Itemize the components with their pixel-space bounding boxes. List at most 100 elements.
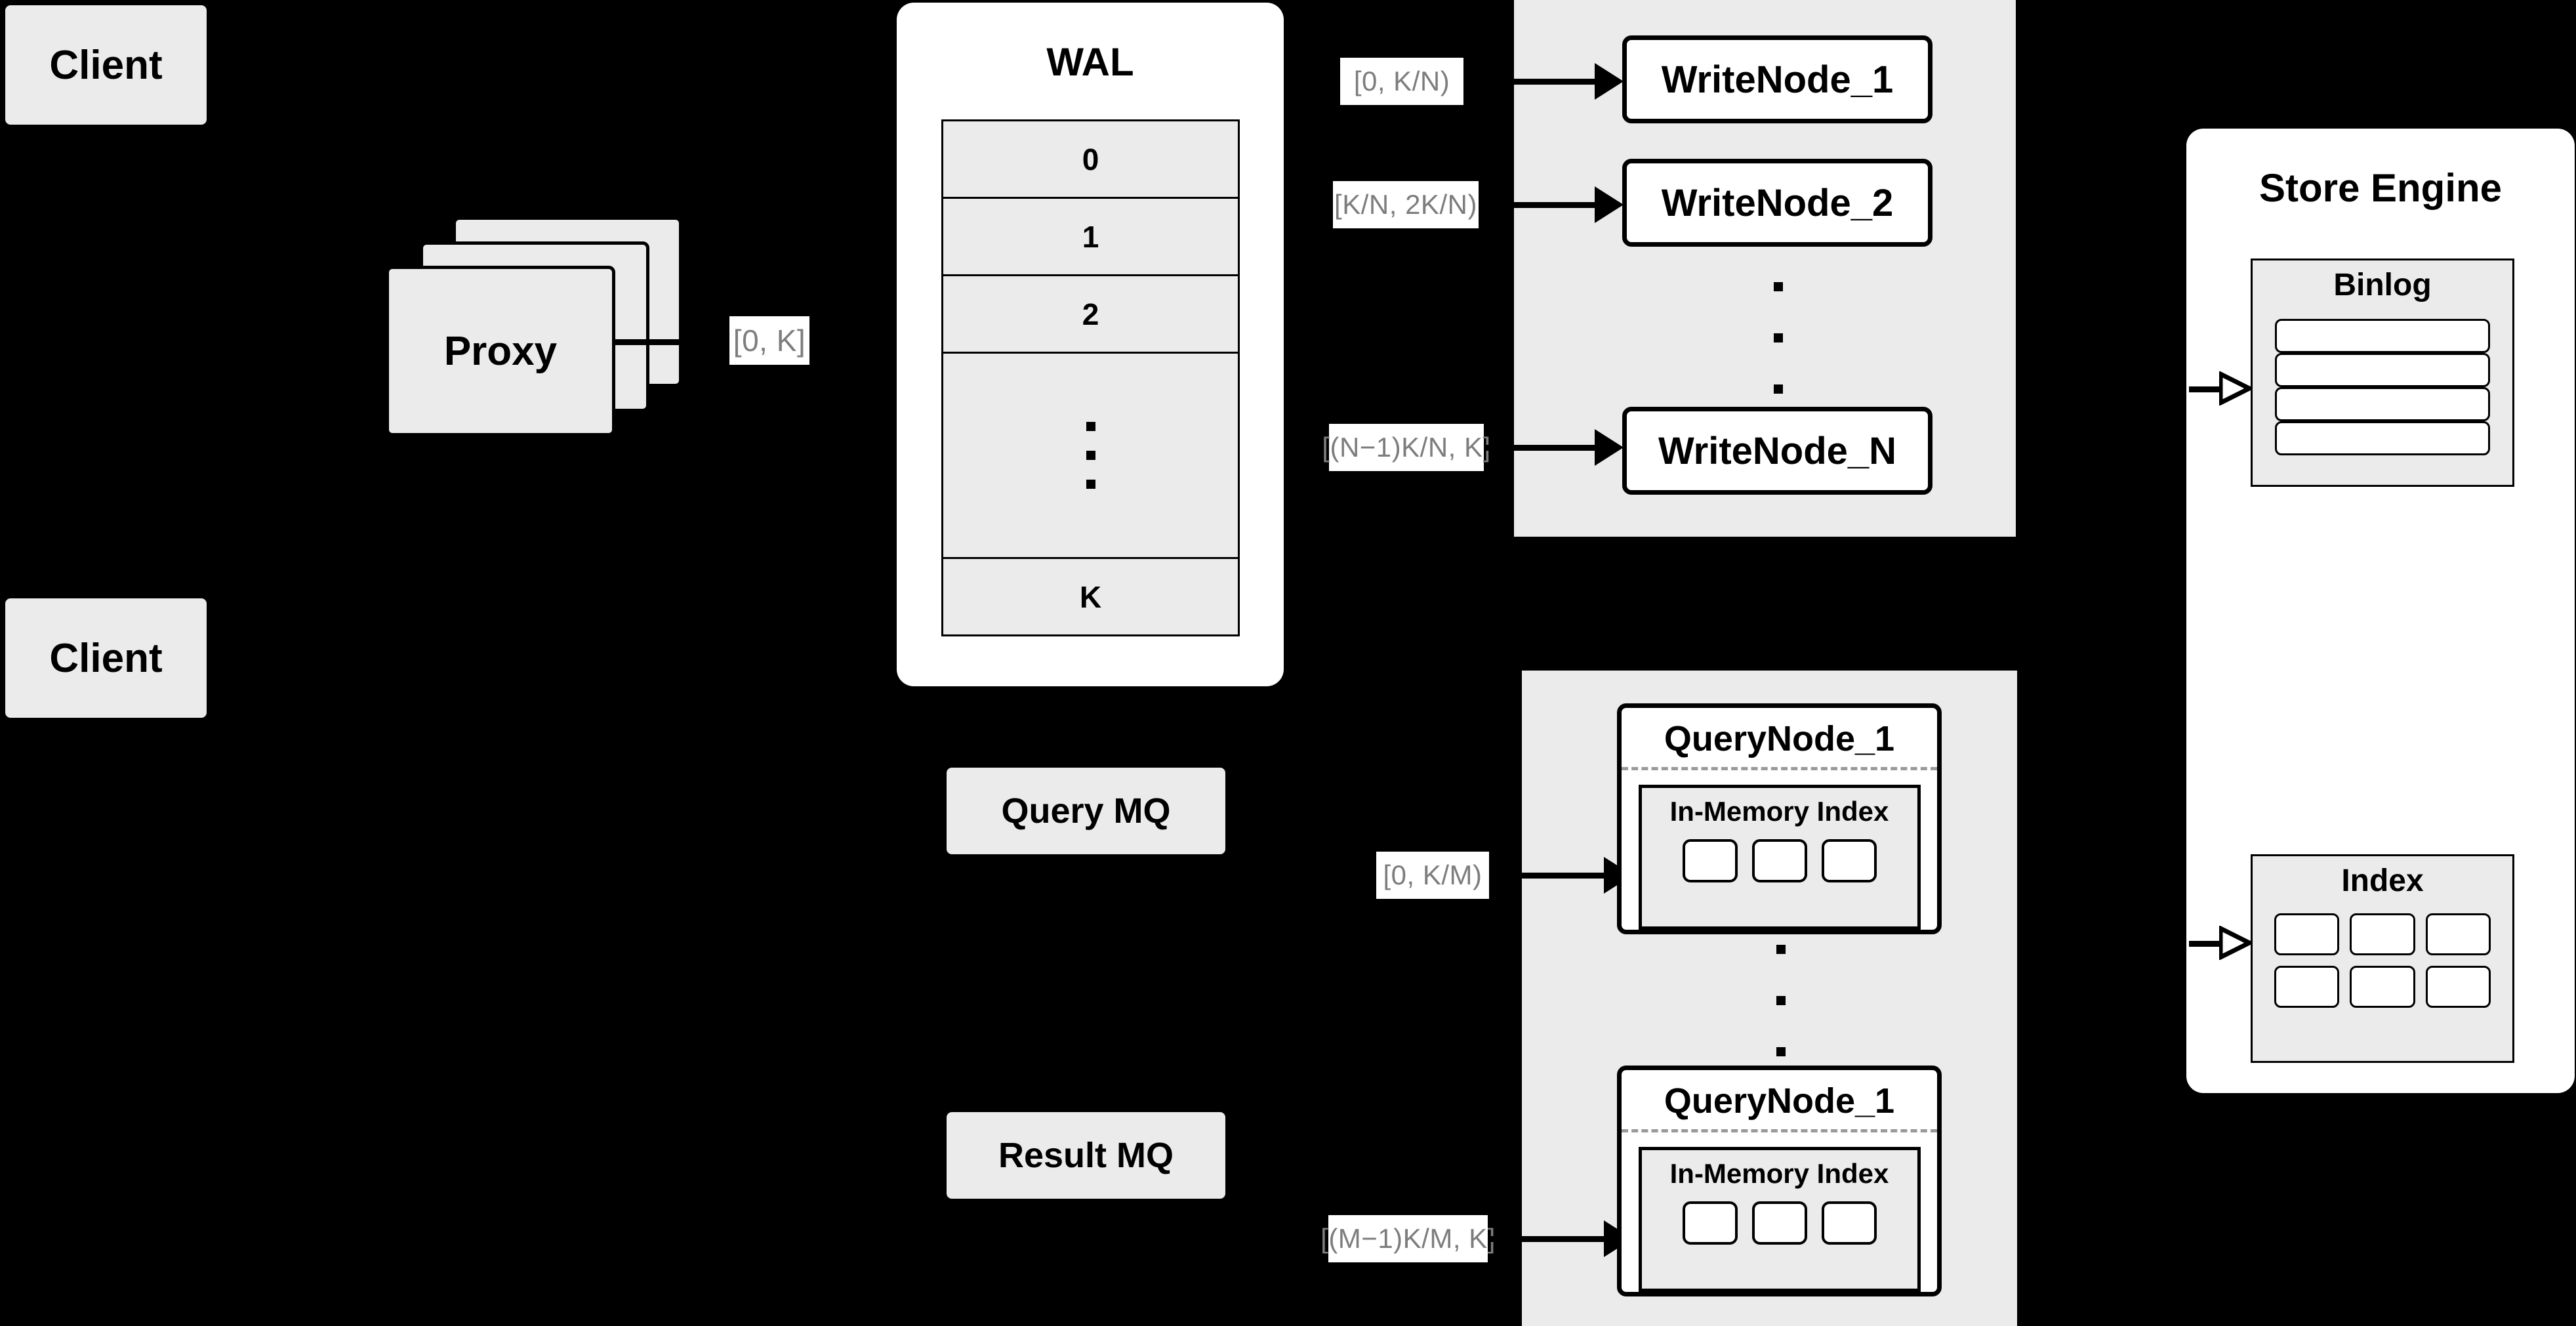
querynode-1-box[interactable]: QueryNode_1 In-Memory Index: [1617, 703, 1942, 934]
writenode-2-range-label: [K/N, 2K/N): [1333, 181, 1479, 228]
writenode-1-arrow-line: [1463, 79, 1595, 85]
index-title-text: Index: [2341, 863, 2424, 898]
binlog-row[interactable]: [2275, 421, 2490, 455]
index-cell[interactable]: [1682, 1201, 1738, 1245]
wal-row[interactable]: 1: [941, 199, 1240, 276]
index-cell[interactable]: [2350, 913, 2415, 955]
binlog-block[interactable]: Binlog: [2251, 259, 2514, 487]
index-cell[interactable]: [1751, 1201, 1807, 1245]
index-title: Index: [2253, 863, 2512, 899]
binlog-row-list: [2275, 319, 2490, 455]
querynode-1-index-title: In-Memory Index: [1669, 796, 1889, 827]
writenode-2-label: WriteNode_2: [1661, 181, 1894, 224]
binlog-row[interactable]: [2275, 319, 2490, 353]
wal-row-label: K: [1079, 579, 1102, 614]
binlog-title-text: Binlog: [2333, 268, 2432, 302]
binlog-row[interactable]: [2275, 387, 2490, 421]
binlog-title: Binlog: [2253, 267, 2512, 303]
index-cell[interactable]: [2274, 966, 2340, 1008]
writenode-n-arrow-line: [1484, 445, 1595, 451]
querynode-m-divider: [1622, 1129, 1937, 1132]
querynode-m-index-title: In-Memory Index: [1669, 1158, 1889, 1189]
wal-row-ellipsis: [941, 354, 1240, 559]
index-cell[interactable]: [2350, 966, 2415, 1008]
querynode-m-range-label: [(M−1)K/M, K]: [1320, 1215, 1495, 1262]
wal-row-label: 2: [1082, 297, 1099, 331]
binlog-row[interactable]: [2275, 353, 2490, 387]
write-cluster-ellipsis: [1768, 282, 1788, 394]
writenode-n-box[interactable]: WriteNode_N: [1622, 407, 1932, 495]
proxy-to-wal-line: [615, 339, 714, 345]
writenode-1-range-label: [0, K/N): [1340, 58, 1463, 105]
writenode-1-range-text: [0, K/N): [1353, 66, 1450, 96]
binlog-arrow-line: [2189, 386, 2220, 392]
wal-row-label: 0: [1082, 142, 1099, 176]
solid-arrowhead-icon: [1595, 186, 1624, 223]
querynode-1-range-text: [0, K/M): [1383, 860, 1482, 890]
client-label: Client: [49, 42, 163, 88]
vertical-ellipsis-icon: [1774, 384, 1783, 394]
index-cell[interactable]: [2425, 966, 2491, 1008]
proxy-box[interactable]: Proxy: [386, 266, 615, 436]
query-mq-box[interactable]: Query MQ: [947, 768, 1225, 854]
wal-row[interactable]: 0: [941, 119, 1240, 199]
solid-arrowhead-icon: [1595, 429, 1624, 466]
querynode-1-range-label: [0, K/M): [1376, 852, 1489, 899]
query-mq-label: Query MQ: [1001, 791, 1171, 831]
wal-row-label: 1: [1082, 219, 1099, 254]
querynode-1-index-cells: [1682, 839, 1877, 882]
query-cluster-ellipsis: [1771, 945, 1791, 1056]
wal-row[interactable]: 2: [941, 276, 1240, 354]
client-box-1[interactable]: Client: [5, 5, 207, 125]
writenode-2-range-text: [K/N, 2K/N): [1334, 189, 1477, 220]
proxy-label: Proxy: [443, 328, 558, 374]
writenode-2-arrow-line: [1479, 202, 1595, 208]
index-cell[interactable]: [1751, 839, 1807, 882]
vertical-ellipsis-icon: [1774, 282, 1783, 291]
querynode-m-box[interactable]: QueryNode_1 In-Memory Index: [1617, 1066, 1942, 1296]
querynode-m-arrow-line: [1488, 1236, 1604, 1242]
result-mq-label: Result MQ: [998, 1136, 1174, 1175]
hollow-arrowhead-icon: [2219, 926, 2251, 960]
proxy-range-label: [0, K]: [729, 316, 809, 365]
index-block[interactable]: Index: [2251, 854, 2514, 1063]
querynode-1-arrow-line: [1489, 873, 1604, 879]
querynode-1-label: QueryNode_1: [1664, 719, 1895, 758]
index-arrow-line: [2189, 941, 2220, 947]
writenode-1-box[interactable]: WriteNode_1: [1622, 35, 1932, 123]
store-engine-title: Store Engine: [2186, 165, 2575, 211]
querynode-m-inmemory-index[interactable]: In-Memory Index: [1638, 1147, 1921, 1292]
wal-title-text: WAL: [1046, 40, 1134, 84]
client-label: Client: [49, 635, 163, 681]
writenode-2-box[interactable]: WriteNode_2: [1622, 159, 1932, 247]
result-mq-box[interactable]: Result MQ: [947, 1112, 1225, 1199]
writenode-1-label: WriteNode_1: [1661, 58, 1894, 101]
wal-row-list: 0 1 2 K: [941, 119, 1240, 636]
proxy-range-text: [0, K]: [733, 323, 806, 358]
wal-row[interactable]: K: [941, 559, 1240, 636]
vertical-ellipsis-icon: [1086, 480, 1095, 489]
querynode-m-range-text: [(M−1)K/M, K]: [1320, 1223, 1496, 1254]
writenode-n-range-label: [(N−1)K/N, K]: [1322, 424, 1490, 471]
index-cell[interactable]: [1682, 839, 1738, 882]
vertical-ellipsis-icon: [1774, 333, 1783, 342]
solid-arrowhead-icon: [1595, 63, 1624, 100]
vertical-ellipsis-icon: [1776, 945, 1786, 954]
index-cell[interactable]: [1821, 1201, 1877, 1245]
client-box-2[interactable]: Client: [5, 598, 207, 718]
querynode-1-inmemory-index[interactable]: In-Memory Index: [1638, 785, 1921, 930]
writenode-n-label: WriteNode_N: [1658, 429, 1897, 472]
index-cell[interactable]: [1821, 839, 1877, 882]
querynode-1-divider: [1622, 767, 1937, 770]
querynode-m-label: QueryNode_1: [1664, 1081, 1895, 1121]
vertical-ellipsis-icon: [1086, 422, 1095, 431]
writenode-n-range-text: [(N−1)K/N, K]: [1322, 432, 1491, 463]
hollow-arrowhead-icon: [2219, 371, 2251, 405]
index-cell[interactable]: [2274, 913, 2340, 955]
vertical-ellipsis-icon: [1776, 996, 1786, 1005]
store-engine-title-text: Store Engine: [2259, 166, 2503, 210]
index-cell-grid: [2274, 913, 2491, 1008]
wal-title: WAL: [897, 39, 1284, 85]
index-cell[interactable]: [2425, 913, 2491, 955]
